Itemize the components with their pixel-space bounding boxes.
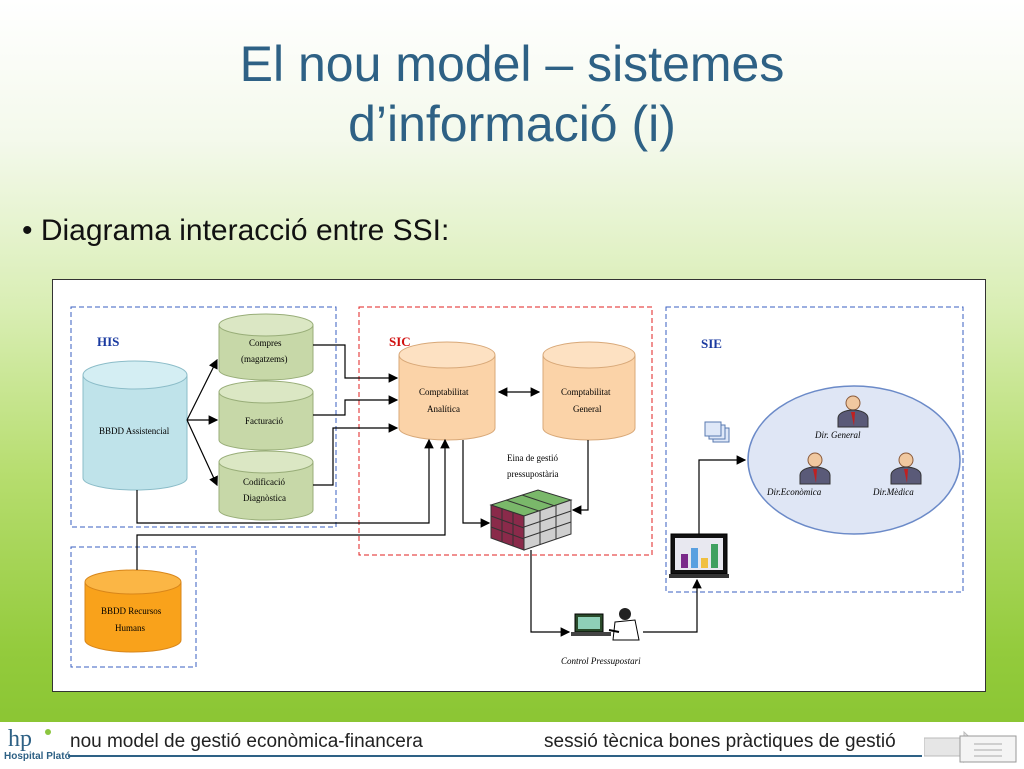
bbdd-rrhh-label-2: Humans (115, 623, 145, 633)
logo-text: Hospital Plató (4, 751, 71, 762)
comptabilitat-general-label-2: General (573, 404, 602, 414)
bbdd-rrhh-db: BBDD Recursos Humans (84, 569, 182, 653)
bbdd-assistencial-db: BBDD Assistencial (82, 360, 188, 491)
slide-nav-icon[interactable] (923, 730, 1020, 769)
title-line-1: El nou model – sistemes (239, 36, 785, 92)
his-group (70, 306, 337, 528)
compres-label-2: (magatzems) (241, 354, 287, 364)
control-pressupostari-label: Control Pressupostari (561, 656, 641, 666)
monitor-chart-icon (669, 533, 729, 578)
rrhh-group (70, 546, 197, 668)
hospital-plato-logo: hp (6, 726, 56, 757)
footer-right-text: sessió tècnica bones pràctiques de gesti… (544, 731, 896, 752)
footer-line (68, 755, 922, 757)
dir-medica-label: Dir.Mèdica (872, 487, 914, 497)
comptabilitat-analitica-db: Comptabilitat Analítica (398, 341, 496, 441)
bbdd-assistencial-label: BBDD Assistencial (99, 426, 170, 436)
footer (0, 722, 1024, 768)
cube-icon (489, 489, 573, 551)
sie-group (665, 306, 964, 593)
comptabilitat-analitica-label-2: Analítica (427, 404, 460, 414)
facturacio-db: Facturació (218, 380, 314, 451)
bullet-text: • Diagrama interacció entre SSI: (22, 214, 450, 247)
footer-left-text: nou model de gestió econòmica-financera (70, 731, 423, 752)
eina-label-2: pressupostària (507, 469, 559, 479)
bbdd-rrhh-label-1: BBDD Recursos (101, 606, 162, 616)
dir-economica-label: Dir.Econòmica (766, 487, 822, 497)
facturacio-label: Facturació (245, 416, 283, 426)
dir-general-label: Dir. General (814, 430, 861, 440)
compres-label-1: Compres (249, 338, 282, 348)
control-person-icon (571, 608, 640, 641)
sic-group (358, 306, 653, 556)
director-general-icon (837, 395, 869, 428)
connectors (136, 344, 747, 637)
director-medica-icon (890, 452, 922, 485)
comptabilitat-general-db: Comptabilitat General (542, 341, 636, 441)
compres-db: Compres (magatzems) (218, 313, 314, 381)
his-label: HIS (97, 334, 119, 349)
comptabilitat-analitica-label-1: Comptabilitat (419, 387, 469, 397)
sic-label: SIC (389, 334, 411, 349)
eina-label-1: Eina de gestió (507, 453, 558, 463)
documents-icon (704, 421, 730, 443)
comptabilitat-general-label-1: Comptabilitat (561, 387, 611, 397)
codificacio-label-2: Diagnòstica (243, 493, 286, 503)
svg-text:hp: hp (8, 726, 32, 752)
title-line-2: d’informació (i) (348, 96, 676, 152)
sie-label: SIE (701, 336, 722, 351)
director-economica-icon (799, 452, 831, 485)
slide-title: El nou model – sistemes d’informació (i) (0, 34, 1024, 154)
codificacio-label-1: Codificació (243, 477, 285, 487)
directors-group (747, 385, 961, 535)
ssi-diagram: HIS SIC SIE BBDD Assistencial Compres (m… (52, 279, 986, 692)
codificacio-db: Codificació Diagnòstica (218, 450, 314, 521)
